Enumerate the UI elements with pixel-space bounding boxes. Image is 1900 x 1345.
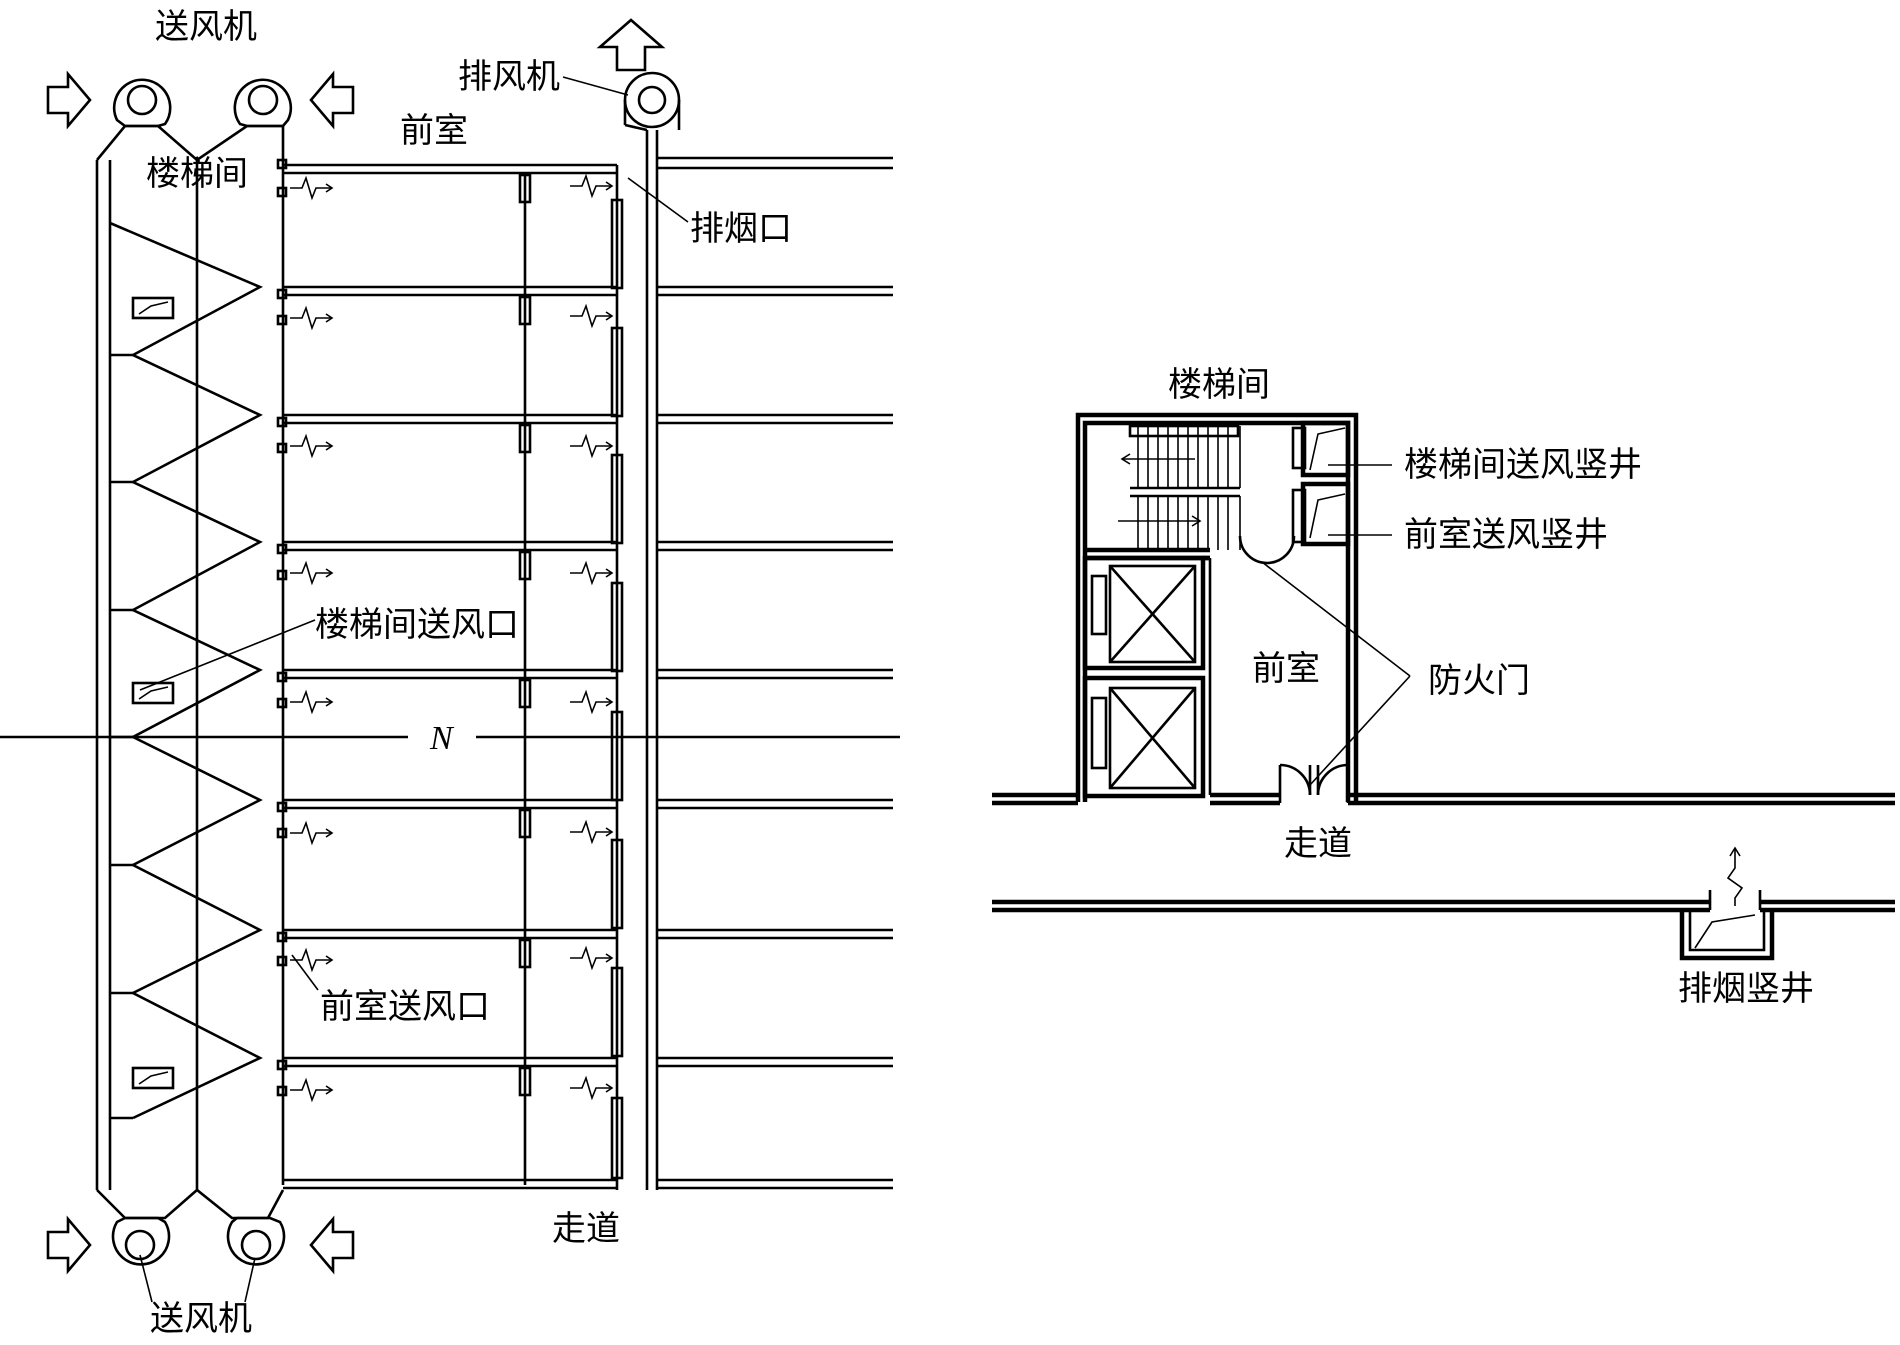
axis-label: N bbox=[429, 720, 455, 757]
stair-supply-vent bbox=[131, 1066, 175, 1090]
smoke-exhaust-shaft bbox=[1679, 846, 1775, 961]
supply-fan-bottom-left bbox=[111, 1216, 171, 1266]
fire-door-upper bbox=[1238, 535, 1296, 565]
intake-arrow-right-icon bbox=[46, 70, 92, 130]
plan-corridor-label: 走道 bbox=[1284, 824, 1352, 864]
antechamber-label: 前室 bbox=[400, 111, 468, 151]
stair-supply-vent bbox=[131, 296, 175, 320]
stair-supply-shaft-label: 楼梯间送风竖井 bbox=[1404, 445, 1642, 485]
elevator-shaft bbox=[1082, 675, 1206, 799]
fan-bottom-label: 送风机 bbox=[150, 1299, 252, 1339]
intake-arrow-left-icon bbox=[309, 1215, 355, 1275]
supply-fan-top-right bbox=[233, 78, 293, 128]
stair-supply-outlet-label: 楼梯间送风口 bbox=[315, 605, 519, 645]
fire-door-corridor bbox=[1278, 763, 1350, 803]
exhaust-fan-label: 排风机 bbox=[458, 57, 560, 97]
intake-arrow-right-icon bbox=[46, 1215, 92, 1275]
stair-supply-shaft bbox=[1291, 420, 1351, 478]
stair-supply-vent bbox=[131, 681, 175, 705]
intake-arrow-left-icon bbox=[309, 70, 355, 130]
exhaust-arrow-up-icon bbox=[596, 18, 666, 72]
stair-flight bbox=[1118, 424, 1241, 550]
smoke-shaft-label: 排烟竖井 bbox=[1678, 969, 1814, 1009]
ante-supply-shaft-label: 前室送风竖井 bbox=[1404, 515, 1608, 555]
plan-stairwell-label: 楼梯间 bbox=[1168, 365, 1270, 405]
elevator-shaft bbox=[1082, 555, 1206, 671]
ante-supply-outlet-label: 前室送风口 bbox=[320, 987, 490, 1027]
fire-door-label: 防火门 bbox=[1428, 661, 1530, 701]
supply-fan-top-left bbox=[112, 78, 172, 128]
smoke-outlet-label: 排烟口 bbox=[690, 209, 792, 249]
floor-slabs bbox=[283, 156, 893, 1190]
corridor-label: 走道 bbox=[552, 1209, 620, 1249]
supply-fan-bottom-right bbox=[226, 1216, 286, 1266]
fan-top-label: 送风机 bbox=[155, 7, 257, 47]
plan-antechamber-label: 前室 bbox=[1252, 649, 1320, 689]
stairwell-label: 楼梯间 bbox=[146, 154, 248, 194]
door-openings bbox=[518, 173, 624, 1180]
ante-supply-shaft bbox=[1291, 481, 1351, 547]
exhaust-fan bbox=[623, 71, 681, 132]
section-view: 送风机 排风机 前室 楼梯间 排烟口 楼梯间送风口 N 前室送风口 走道 送风机 bbox=[0, 7, 900, 1339]
ante-supply-grilles bbox=[276, 158, 288, 1097]
plan-view: 楼梯间 楼梯间送风竖井 前室送风竖井 前室 防火门 走道 排烟竖井 bbox=[992, 365, 1895, 1009]
